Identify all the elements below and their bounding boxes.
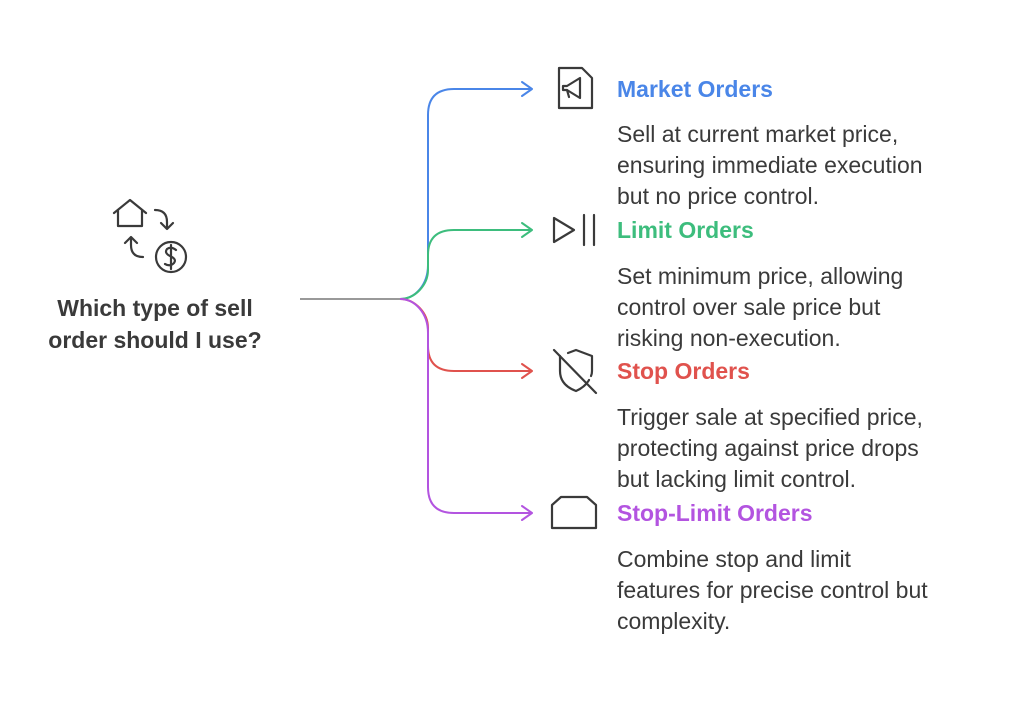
desc-line: features for precise control but [617, 577, 928, 603]
desc-line: control over sale price but [617, 294, 881, 320]
desc-line: Trigger sale at specified price, [617, 404, 923, 430]
option-desc-market-orders: Sell at current market price, ensuring i… [617, 119, 997, 212]
desc-line: complexity. [617, 608, 731, 634]
option-desc-stop-limit-orders: Combine stop and limit features for prec… [617, 544, 997, 637]
arrowhead-limit [521, 222, 533, 238]
arrowhead-market [521, 81, 533, 97]
option-title-stop-orders: Stop Orders [617, 358, 750, 384]
desc-line: Set minimum price, allowing [617, 263, 904, 289]
option-desc-limit-orders: Set minimum price, allowing control over… [617, 261, 997, 354]
desc-line: ensuring immediate execution [617, 152, 923, 178]
desc-line: Sell at current market price, [617, 121, 899, 147]
arrowhead-stop-limit [521, 505, 533, 521]
octagon-outline-icon [550, 495, 598, 530]
branch-line-stop-limit [399, 298, 530, 514]
option-title-limit-orders: Limit Orders [617, 217, 754, 243]
arrowhead-stop [521, 363, 533, 379]
shield-off-icon [552, 348, 598, 395]
desc-line: risking non-execution. [617, 325, 841, 351]
play-pause-icon [552, 213, 596, 247]
question-line-2: order should I use? [48, 327, 262, 353]
desc-line: but no price control. [617, 183, 820, 209]
house-exchange-dollar-icon [112, 198, 188, 274]
question-line-1: Which type of sell [57, 295, 253, 321]
central-question: Which type of sell order should I use? [30, 292, 280, 356]
branch-line-market [399, 88, 530, 300]
megaphone-icon [557, 66, 594, 110]
desc-line: but lacking limit control. [617, 466, 857, 492]
option-title-stop-limit-orders: Stop-Limit Orders [617, 500, 813, 526]
desc-line: protecting against price drops [617, 435, 919, 461]
desc-line: Combine stop and limit [617, 546, 851, 572]
option-title-market-orders: Market Orders [617, 76, 773, 102]
branch-line-limit [399, 229, 530, 300]
option-desc-stop-orders: Trigger sale at specified price, protect… [617, 402, 997, 495]
